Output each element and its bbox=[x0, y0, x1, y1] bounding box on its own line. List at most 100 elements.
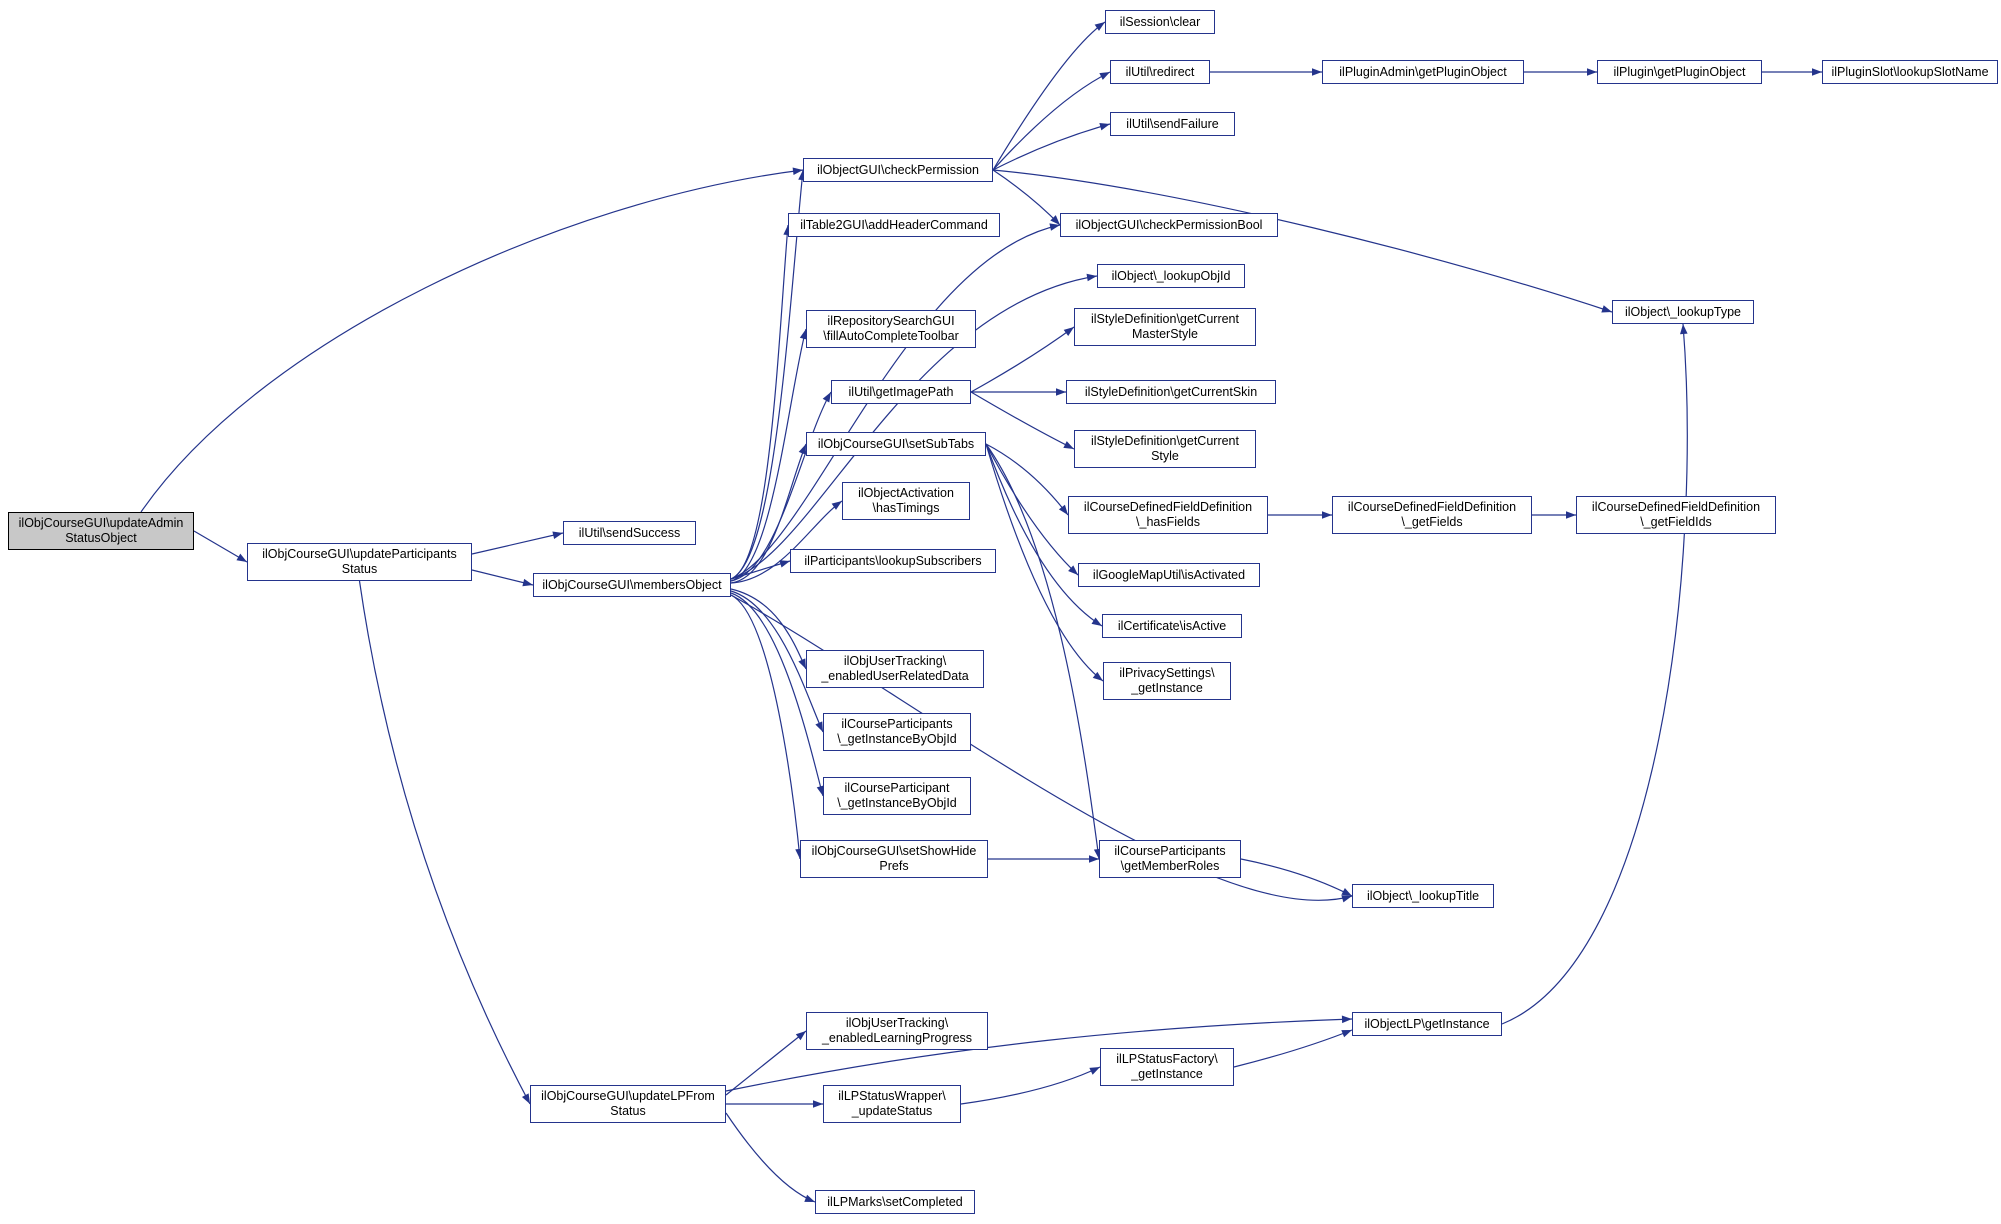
node-isActivated[interactable]: ilGoogleMapUtil\isActivated bbox=[1078, 563, 1260, 587]
arrowhead-updateParticipants-to-sendSuccess bbox=[552, 531, 563, 539]
node-fillAutoComplete[interactable]: ilRepositorySearchGUI\fillAutoCompleteTo… bbox=[806, 310, 976, 348]
node-label: StatusObject bbox=[65, 531, 137, 545]
arrowhead-checkPermission-to-sessionClear bbox=[1094, 22, 1105, 31]
node-redirect[interactable]: ilUtil\redirect bbox=[1110, 60, 1210, 84]
arrowhead-setShowHidePrefs-to-getMemberRoles bbox=[1089, 855, 1099, 863]
edge-checkPermission-to-sessionClear bbox=[992, 21, 1106, 171]
edge-membersObject-to-lookupSubscribers bbox=[730, 560, 791, 580]
edge-objectLPGetInstance-to-lookupType bbox=[1501, 323, 1688, 1025]
node-enabledLearningProgress[interactable]: ilObjUserTracking\_enabledLearningProgre… bbox=[806, 1012, 988, 1050]
node-lookupType[interactable]: ilObject\_lookupType bbox=[1612, 300, 1754, 324]
node-label: ilCourseDefinedFieldDefinition bbox=[1591, 500, 1761, 514]
arrowhead-getImagePath-to-currentSkin bbox=[1056, 388, 1066, 396]
arrowhead-updateLPFromStatus-to-enabledLearningProgress bbox=[795, 1031, 806, 1041]
edge-updateAdmin-to-checkPermission bbox=[140, 169, 804, 513]
node-lookupObjId[interactable]: ilObject\_lookupObjId bbox=[1097, 264, 1245, 288]
node-label: ilTable2GUI\addHeaderCommand bbox=[800, 217, 988, 232]
arrowhead-updateAdmin-to-checkPermission bbox=[792, 167, 803, 175]
node-getImagePath[interactable]: ilUtil\getImagePath bbox=[831, 380, 971, 404]
node-pluginSlotLSN[interactable]: ilPluginSlot\lookupSlotName bbox=[1822, 60, 1998, 84]
arrowhead-updateParticipants-to-membersObject bbox=[522, 578, 533, 587]
node-currentSkin[interactable]: ilStyleDefinition\getCurrentSkin bbox=[1066, 380, 1276, 404]
arrowhead-objectLPGetInstance-to-lookupType bbox=[1680, 324, 1688, 335]
node-lookupTitle[interactable]: ilObject\_lookupTitle bbox=[1352, 884, 1494, 908]
arrowhead-getFields-to-getFieldIds bbox=[1566, 511, 1576, 519]
edge-membersObject-to-fillAutoComplete bbox=[730, 328, 807, 582]
edge-updateParticipants-to-sendSuccess bbox=[471, 532, 564, 555]
node-sendSuccess[interactable]: ilUtil\sendSuccess bbox=[563, 521, 696, 545]
arrowhead-redirect-to-pluginAdminGPO bbox=[1312, 68, 1322, 76]
node-label: ilLPStatusWrapper\ bbox=[838, 1089, 946, 1103]
node-label: ilStyleDefinition\getCurrent bbox=[1091, 434, 1239, 448]
node-cpsGetInstanceByObjId[interactable]: ilCourseParticipants\_getInstanceByObjId bbox=[823, 713, 971, 751]
arrowhead-membersObject-to-checkPermissionBool bbox=[1049, 223, 1060, 231]
node-cpGetInstanceByObjId[interactable]: ilCourseParticipant\_getInstanceByObjId bbox=[823, 777, 971, 815]
node-checkPermissionBool[interactable]: ilObjectGUI\checkPermissionBool bbox=[1060, 213, 1278, 237]
node-checkPermission[interactable]: ilObjectGUI\checkPermission bbox=[803, 158, 993, 182]
arrowhead-setSubTabs-to-isActivated bbox=[1068, 565, 1078, 575]
edge-membersObject-to-addHeaderCommand bbox=[730, 224, 789, 580]
node-addHeaderCommand[interactable]: ilTable2GUI\addHeaderCommand bbox=[788, 213, 1000, 237]
node-pluginGPO[interactable]: ilPlugin\getPluginObject bbox=[1597, 60, 1762, 84]
edge-lpUpdateStatus-to-lpStatusFactory bbox=[960, 1066, 1101, 1105]
node-label: _enabledUserRelatedData bbox=[821, 669, 969, 683]
node-pluginAdminGPO[interactable]: ilPluginAdmin\getPluginObject bbox=[1322, 60, 1524, 84]
edge-checkPermission-to-checkPermissionBool bbox=[992, 169, 1061, 226]
node-label: \_getFields bbox=[1401, 515, 1463, 529]
node-label: ilObjectLP\getInstance bbox=[1364, 1016, 1490, 1031]
edge-checkPermission-to-lookupType bbox=[992, 169, 1613, 313]
node-sessionClear[interactable]: ilSession\clear bbox=[1105, 10, 1215, 34]
node-setSubTabs[interactable]: ilObjCourseGUI\setSubTabs bbox=[806, 432, 986, 456]
node-label: Status bbox=[610, 1104, 646, 1118]
arrowhead-updateAdmin-to-updateParticipants bbox=[236, 553, 247, 562]
node-isActive[interactable]: ilCertificate\isActive bbox=[1102, 614, 1242, 638]
edge-setSubTabs-to-isActive bbox=[985, 443, 1103, 627]
node-getFieldIds[interactable]: ilCourseDefinedFieldDefinition\_getField… bbox=[1576, 496, 1776, 534]
arrowhead-setSubTabs-to-hasFields bbox=[1058, 504, 1068, 515]
node-label: ilPlugin\getPluginObject bbox=[1613, 64, 1746, 79]
node-hasTimings[interactable]: ilObjectActivation\hasTimings bbox=[842, 482, 970, 520]
node-label: _enabledLearningProgress bbox=[821, 1031, 973, 1045]
node-label: Style bbox=[1151, 449, 1179, 463]
node-label: \fillAutoCompleteToolbar bbox=[823, 329, 959, 343]
node-sendFailure[interactable]: ilUtil\sendFailure bbox=[1110, 112, 1235, 136]
arrowhead-membersObject-to-cpsGetInstanceByObjId bbox=[815, 721, 823, 732]
node-label: ilCourseParticipant bbox=[844, 781, 950, 795]
node-label: ilCourseParticipants bbox=[841, 717, 953, 731]
node-membersObject[interactable]: ilObjCourseGUI\membersObject bbox=[533, 573, 731, 597]
node-privacyGetInstance[interactable]: ilPrivacySettings\_getInstance bbox=[1103, 662, 1231, 700]
arrowhead-membersObject-to-hasTimings bbox=[831, 501, 842, 510]
arrowhead-membersObject-to-lookupTitle bbox=[1341, 895, 1352, 903]
node-lpStatusFactory[interactable]: ilLPStatusFactory\_getInstance bbox=[1100, 1048, 1234, 1086]
node-label: ilPluginSlot\lookupSlotName bbox=[1831, 64, 1989, 79]
node-label: _getInstance bbox=[1131, 681, 1203, 695]
node-hasFields[interactable]: ilCourseDefinedFieldDefinition\_hasField… bbox=[1068, 496, 1268, 534]
node-label: ilObjCourseGUI\updateAdmin bbox=[18, 516, 184, 530]
node-label: ilObjCourseGUI\membersObject bbox=[542, 577, 722, 592]
node-label: ilPrivacySettings\ bbox=[1119, 666, 1215, 680]
node-setCompleted[interactable]: ilLPMarks\setCompleted bbox=[815, 1190, 975, 1214]
arrowhead-membersObject-to-lookupObjId bbox=[1086, 273, 1097, 282]
node-label: ilObjectActivation bbox=[858, 486, 954, 500]
node-label: ilObjCourseGUI\updateLPFrom bbox=[541, 1089, 715, 1103]
node-enabledUserRelatedData[interactable]: ilObjUserTracking\_enabledUserRelatedDat… bbox=[806, 650, 984, 688]
arrowhead-updateLPFromStatus-to-setCompleted bbox=[804, 1194, 815, 1202]
node-getMemberRoles[interactable]: ilCourseParticipants\getMemberRoles bbox=[1099, 840, 1241, 878]
node-label: ilSession\clear bbox=[1119, 14, 1201, 29]
node-lookupSubscribers[interactable]: ilParticipants\lookupSubscribers bbox=[790, 549, 996, 573]
node-objectLPGetInstance[interactable]: ilObjectLP\getInstance bbox=[1352, 1012, 1502, 1036]
node-getFields[interactable]: ilCourseDefinedFieldDefinition\_getField… bbox=[1332, 496, 1532, 534]
node-label: _updateStatus bbox=[851, 1104, 933, 1118]
node-label: ilObjUserTracking\ bbox=[845, 1016, 949, 1030]
edge-membersObject-to-setShowHidePrefs bbox=[730, 594, 801, 860]
node-lpUpdateStatus[interactable]: ilLPStatusWrapper\_updateStatus bbox=[823, 1085, 961, 1123]
edge-getMemberRoles-to-lookupTitle bbox=[1240, 858, 1353, 897]
